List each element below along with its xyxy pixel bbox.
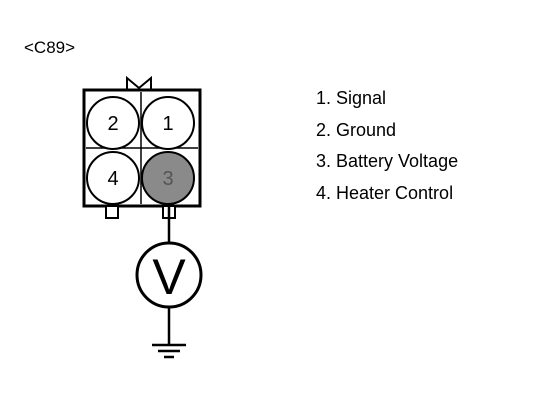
connector-lock-tab — [126, 75, 152, 90]
pin-4: 4 — [86, 151, 140, 205]
legend-item-battery-voltage: 3. Battery Voltage — [316, 151, 459, 171]
pin-1-number: 1 — [162, 113, 173, 135]
pin-legend: 1. Signal 2. Ground 3. Battery Voltage 4… — [316, 86, 458, 212]
legend-item-ground: 2. Ground — [316, 119, 397, 140]
voltmeter-icon: V — [135, 241, 203, 309]
legend-item-heater-control: 4. Heater Control — [316, 182, 454, 203]
voltmeter-symbol: V — [152, 249, 186, 305]
pin-3-number: 3 — [162, 168, 173, 190]
legend-item-signal: 1. Signal — [316, 88, 387, 108]
pin-2: 2 — [86, 96, 140, 150]
ground-icon — [152, 343, 186, 359]
terminal-stub-left — [105, 205, 119, 219]
connector-label: <C89> — [24, 38, 76, 57]
pin-1: 1 — [141, 96, 195, 150]
pin-4-number: 4 — [107, 168, 118, 190]
pin-3: 3 — [141, 151, 195, 205]
pin-2-number: 2 — [107, 113, 118, 135]
